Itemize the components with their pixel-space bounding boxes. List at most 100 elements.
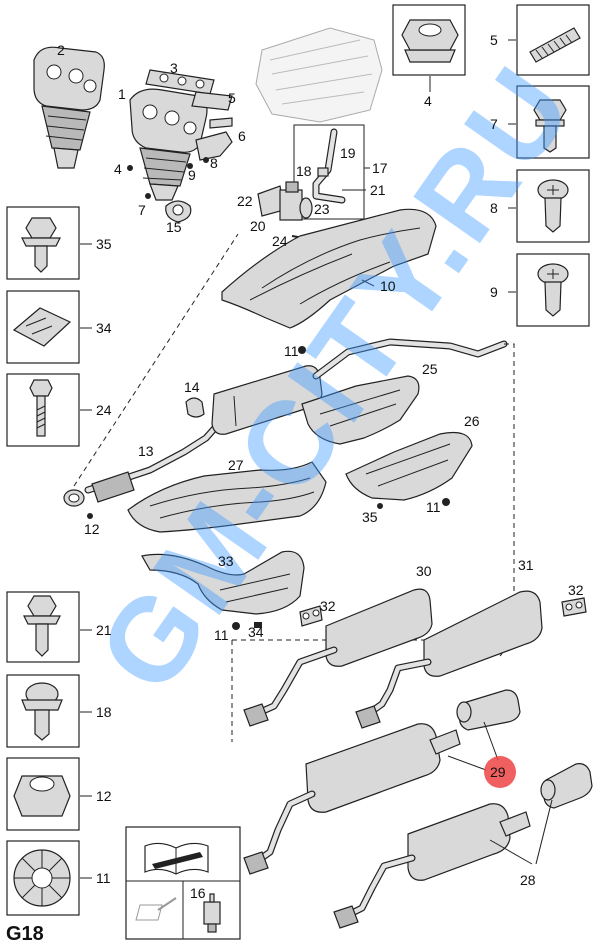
torx-screw-icon [21,682,63,741]
sheet-code: G18 [6,923,44,945]
manual-book-icon [144,842,209,875]
callout-24: 24 [96,402,112,418]
rear-muffler-31 [355,590,543,729]
callout-2: 2 [57,42,65,58]
tailpipe-trim-29 [456,689,521,731]
callout-15: 15 [166,219,182,235]
callout-30: 30 [416,563,432,579]
callout-26: 26 [464,413,480,429]
torx-screw-icon [537,263,569,317]
callout-9: 9 [490,284,498,300]
tailpipe-trim-28 [540,763,593,809]
gasket-15 [165,200,192,223]
sensor-connector-icon [203,893,221,933]
callout-9a: 9 [188,167,196,183]
callout-23: 23 [314,201,330,217]
small-fasteners-top [127,157,209,199]
exhaust-manifold-catalyst-2 [33,46,105,169]
engine-block-sketch [255,27,383,123]
callout-32a: 32 [568,582,584,598]
callout-18: 18 [296,163,312,179]
callout-17: 17 [372,160,388,176]
middle-muffler-assembly [63,338,508,507]
callout-35: 35 [96,236,112,252]
callout-12: 12 [84,521,100,537]
callout-6: 6 [238,128,246,144]
gasket-23 [299,197,313,219]
detail-box-bolt-7 [516,85,590,159]
bracket-6 [195,131,233,161]
callout-33: 33 [218,553,234,569]
callout-5b: 5 [490,32,498,48]
detail-box-nut-12 [6,757,80,831]
callout-21a: 21 [370,182,386,198]
detail-box-nut-4 [392,4,466,76]
leader-lines [80,39,553,879]
callout-28: 28 [520,872,536,888]
egr-pipe-group-17 [293,124,365,220]
callout-21: 21 [96,622,112,638]
callout-11a: 11 [284,343,299,359]
callout-8a: 8 [210,155,218,171]
hanger-14 [185,397,205,418]
tools-manual-box [125,826,241,940]
heat-shield-27 [127,461,327,533]
spring-clip-icon [12,307,72,347]
hex-nut-icon [13,775,71,817]
callout-18b: 18 [96,704,112,720]
manifold-gasket-3 [145,69,215,95]
rubber-hanger-32-right [561,597,587,617]
rubber-hanger-32-left [299,605,323,627]
torx-screw-icon [537,179,569,233]
callout-7: 7 [490,116,498,132]
flange-bolt-icon [23,595,61,657]
callout-11b: 11 [96,870,111,886]
manifold-gasket-5 [191,91,233,129]
flange-nut-icon [401,19,459,63]
callout-31: 31 [518,557,534,573]
detail-box-screw-18 [6,674,80,748]
callout-5: 5 [228,90,236,106]
callout-11c: 11 [426,499,441,515]
callout-3: 3 [170,60,178,76]
rear-muffler-30 [243,588,433,727]
callout-32b: 32 [320,598,336,614]
callout-16: 16 [190,885,206,901]
callout-13: 13 [138,443,154,459]
detail-box-clip-34 [6,290,80,364]
hex-bolt-icon [533,99,567,153]
long-bolt-icon [29,379,53,437]
detail-box-stud-5 [516,4,590,76]
egr-valve-20 [279,181,303,221]
heat-shield-25 [301,375,420,445]
detail-box-bolt-35 [6,206,80,280]
callout-35b: 35 [362,509,378,525]
callout-labels: 2 3 1 5 6 4 8 9 7 15 19 18 17 21 22 23 2… [57,32,584,901]
callout-29: 29 [490,764,506,780]
heat-shield-33 [141,550,305,615]
spring-nut-icon [13,849,71,907]
callout-4a: 4 [114,161,122,177]
callout-11d: 11 [214,627,229,643]
oil-can-icon [135,897,177,921]
callout-25: 25 [422,361,438,377]
callout-1: 1 [118,86,126,102]
heat-shield-26 [345,431,473,501]
small-nuts [87,346,450,630]
threaded-stud-icon [529,27,581,63]
detail-box-bolt-24 [6,373,80,447]
callout-4: 4 [424,93,432,109]
callout-14: 14 [184,379,200,395]
callout-10: 10 [380,278,396,294]
callout-27: 27 [228,457,244,473]
rear-muffler-29 [243,723,461,875]
callout-24a: 24 [272,233,288,249]
detail-box-nut-11 [6,840,80,916]
callout-12b: 12 [96,788,112,804]
callout-8: 8 [490,200,498,216]
heat-shield-10 [221,208,437,329]
flange-bolt-icon [21,217,61,273]
callout-34b: 34 [248,624,264,640]
detail-box-bolt-21 [6,591,80,663]
